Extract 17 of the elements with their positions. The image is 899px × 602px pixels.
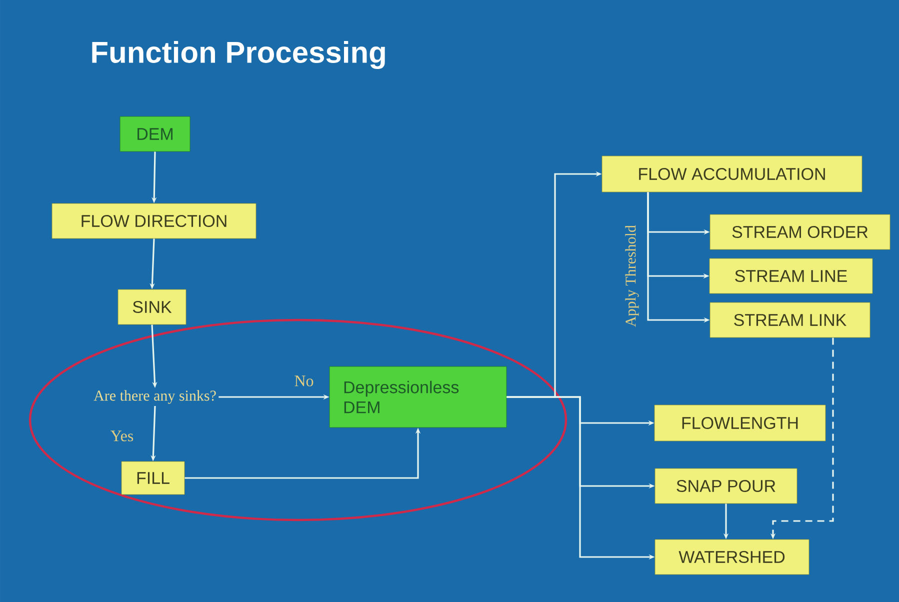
data-box: Depressionless DEM [329, 366, 507, 428]
process-box: FILL [121, 461, 185, 495]
edge-label: No [293, 374, 315, 388]
threshold-label: Apply Threshold [625, 225, 639, 327]
process-box: STREAM ORDER [710, 214, 890, 250]
process-box: STREAM LINK [710, 302, 870, 338]
process-box: STREAM LINE [709, 258, 873, 294]
edge-label: Yes [109, 430, 135, 442]
process-box: FLOW DIRECTION [52, 203, 256, 239]
process-box: SNAP POUR [654, 468, 798, 504]
decision-text: Are there any sinks? [94, 390, 216, 404]
process-box: FLOW ACCUMULATION [602, 156, 862, 192]
title: Function Processing [92, 40, 385, 70]
data-box: DEM [120, 116, 190, 152]
process-box: SINK [118, 289, 186, 325]
process-box: WATERSHED [654, 539, 810, 575]
process-box: FLOWLENGTH [654, 404, 826, 442]
